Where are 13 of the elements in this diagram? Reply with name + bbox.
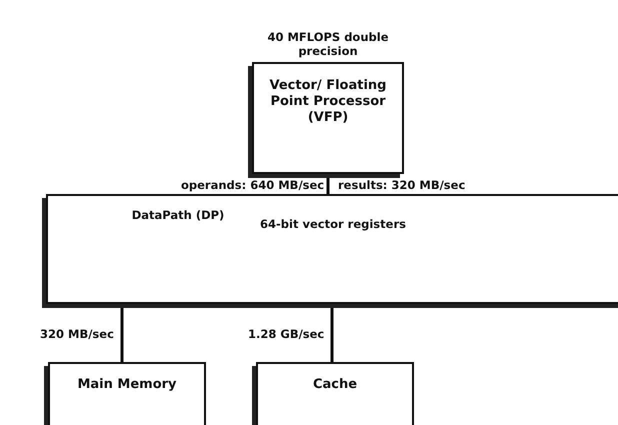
node-caption: 40 MFLOPS double precision — [266, 30, 390, 58]
connector-line — [330, 308, 334, 362]
connector-line — [120, 308, 124, 362]
edge-label: 320 MB/sec — [38, 327, 116, 341]
node-title: DataPath (DP) — [130, 208, 226, 222]
node-title: Vector/ Floating Point Processor (VFP) — [268, 78, 388, 126]
connector-line — [326, 178, 330, 194]
bus-label: operands: 640 MB/sec — [179, 178, 326, 192]
node-title: Cache — [312, 377, 358, 393]
edge-label: 1.28 GB/sec — [246, 327, 326, 341]
node-description: 64-bit vector registers — [259, 217, 407, 231]
node-title: Main Memory — [76, 377, 178, 393]
bus-label: results: 320 MB/sec — [336, 178, 468, 192]
